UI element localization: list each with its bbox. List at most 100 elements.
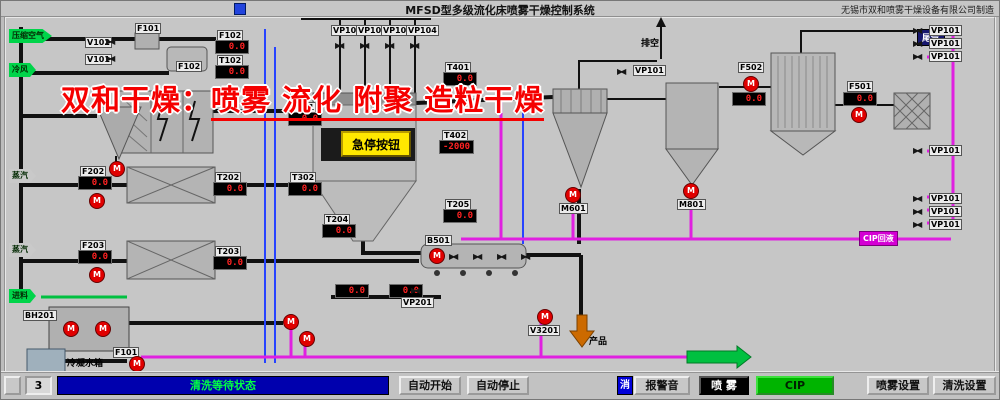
valve-icon[interactable]: ▶◀ (360, 41, 369, 50)
cip-return-label: CIP回液 (859, 231, 898, 246)
value-display: 0.0 (213, 182, 247, 196)
watermark-text: 双和干燥：喷雾 流化 附聚 造粒干燥 (61, 77, 545, 121)
value-display: 0.0 (389, 284, 423, 298)
value-display: -2000 (439, 140, 475, 154)
equipment-tag: F101 (113, 347, 140, 358)
mute-icon: 消 (617, 376, 633, 395)
valve-icon[interactable]: ▶◀ (913, 26, 922, 35)
equipment-tag: VP101 (633, 65, 666, 76)
pump-icon[interactable]: M (851, 107, 867, 123)
valve-icon[interactable]: ▶◀ (913, 39, 922, 48)
value-display: 0.0 (322, 224, 356, 238)
value-display: 0.0 (335, 284, 369, 298)
watermark-phrase: 喷雾 流化 附聚 造粒干燥 (211, 83, 545, 121)
pump-icon[interactable]: M (683, 183, 699, 199)
pump-icon[interactable]: M (89, 267, 105, 283)
valve-icon[interactable]: ▶◀ (913, 220, 922, 229)
feed-arrow: 冷风 (9, 63, 36, 77)
value-display: 0.0 (443, 72, 477, 86)
equipment-tag: F502 (738, 62, 765, 73)
pump-icon[interactable]: M (429, 248, 445, 264)
pump-icon[interactable]: M (283, 314, 299, 330)
auto-start-button[interactable]: 自动开始 (399, 376, 461, 395)
pump-icon[interactable]: M (537, 309, 553, 325)
title-bar: MFSD型多级流化床喷雾干燥控制系统 无锡市双和喷雾干燥设备有限公司制造 (1, 1, 999, 17)
auto-stop-button[interactable]: 自动停止 (467, 376, 529, 395)
equipment-tag: VP101 (929, 145, 962, 156)
cip-button[interactable]: CIP (756, 376, 834, 395)
watermark-prefix: 双和干燥： (61, 83, 212, 117)
diagram-label: 产品 (589, 337, 608, 347)
valve-icon[interactable]: ▶◀ (106, 37, 115, 46)
value-display: 0.0 (732, 92, 766, 106)
feed-arrow: 进料 (9, 289, 36, 303)
page-title: MFSD型多级流化床喷雾干燥控制系统 (405, 4, 595, 17)
valve-icon[interactable]: ▶◀ (473, 252, 482, 261)
vent-arrow (656, 17, 666, 27)
equipment-tag: VP101 (929, 193, 962, 204)
equipment-tag: VP104 (406, 25, 439, 36)
feed-arrow: 压缩空气 (9, 29, 52, 43)
spray-settings-button[interactable]: 喷雾设置 (867, 376, 929, 395)
spray-button[interactable]: 喷 雾 (699, 376, 749, 395)
equipment-tag: VP101 (929, 25, 962, 36)
equipment-tag: F501 (847, 81, 874, 92)
equipment-tag: V3201 (528, 325, 561, 336)
status-bar: 清洗等待状态 (57, 376, 389, 395)
valve-icon[interactable]: ▶◀ (385, 41, 394, 50)
valve-icon[interactable]: ▶◀ (497, 252, 506, 261)
value-display: 0.0 (843, 92, 877, 106)
equipment-tag: VP201 (401, 297, 434, 308)
diagram-label: 排空 (641, 39, 660, 49)
pump-icon[interactable]: M (109, 161, 125, 177)
valve-icon[interactable]: ▶◀ (335, 41, 344, 50)
pump-icon[interactable]: M (299, 331, 315, 347)
pump-icon[interactable]: M (565, 187, 581, 203)
valve-icon[interactable]: ▶◀ (449, 252, 458, 261)
valve-icon[interactable]: ▶◀ (106, 54, 115, 63)
pump-icon[interactable]: M (95, 321, 111, 337)
value-display: 0.0 (443, 209, 477, 223)
feed-arrow: 蒸汽 (9, 243, 36, 257)
valve-icon[interactable]: ▶◀ (913, 194, 922, 203)
pump-icon[interactable]: M (129, 356, 145, 372)
valve-icon[interactable]: ▶◀ (913, 207, 922, 216)
valve-icon[interactable]: ▶◀ (617, 67, 626, 76)
pump-icon[interactable]: M (63, 321, 79, 337)
equipment-tag: M801 (677, 199, 706, 210)
value-display: 0.0 (288, 182, 322, 196)
diagram-label: 冷凝水箱 (67, 359, 104, 369)
value-display: 0.0 (78, 176, 112, 190)
valve-icon[interactable]: ▶◀ (913, 52, 922, 61)
equipment-tag: VP101 (929, 219, 962, 230)
step-counter: 3 (25, 376, 52, 395)
equipment-tag: VP101 (929, 206, 962, 217)
emergency-stop-button[interactable]: 急停按钮 (341, 131, 411, 157)
blue-pipes (264, 29, 524, 363)
equipment-shapes (26, 32, 931, 374)
pump-icon[interactable]: M (89, 193, 105, 209)
clean-settings-button[interactable]: 清洗设置 (933, 376, 996, 395)
value-display: 0.0 (215, 40, 249, 54)
valve-icon[interactable]: ▶◀ (521, 252, 530, 261)
pump-icon[interactable]: M (743, 76, 759, 92)
mute-alarm-button[interactable]: 报警音 (634, 376, 690, 395)
equipment-tag: VP101 (929, 38, 962, 49)
equipment-tag: V102 (85, 37, 112, 48)
equipment-tag: V101 (85, 54, 112, 65)
manufacturer-label: 无锡市双和喷雾干燥设备有限公司制造 (840, 6, 994, 16)
control-bar: 3 清洗等待状态 自动开始 自动停止 消 报警音 喷 雾 CIP 喷雾设置 清洗… (1, 371, 999, 399)
valve-icon[interactable]: ▶◀ (410, 41, 419, 50)
equipment-tag: F101 (135, 23, 162, 34)
valve-icon[interactable]: ▶◀ (913, 146, 922, 155)
equipment-tag: BH201 (23, 310, 57, 321)
equipment-tag: F102 (176, 61, 203, 72)
equipment-tag: B501 (425, 235, 452, 246)
value-display: 0.0 (213, 256, 247, 270)
app-icon (234, 3, 246, 15)
corner-button[interactable] (4, 376, 21, 395)
valve-icon[interactable]: ▶◀ (411, 286, 420, 295)
